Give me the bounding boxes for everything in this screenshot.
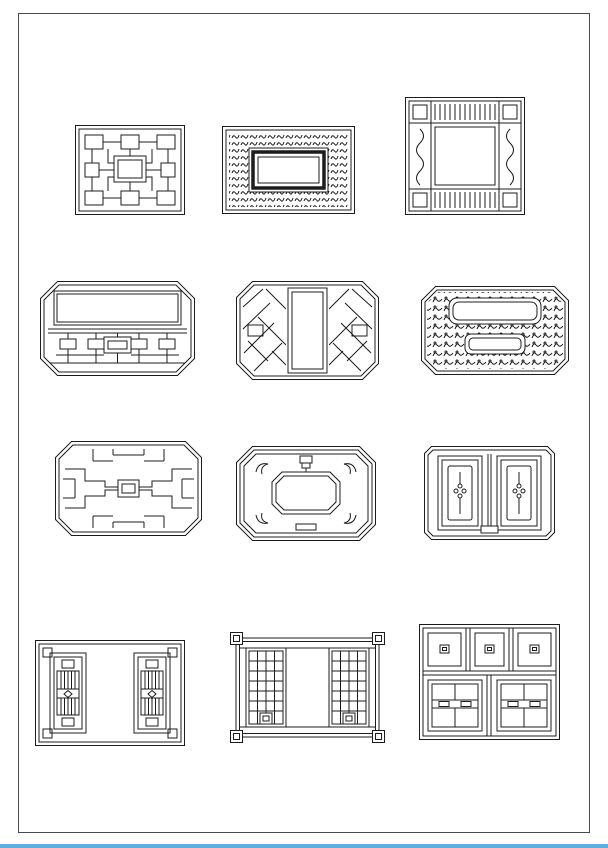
square-slat-window-illustration [405,97,525,215]
five-pane-window-illustration [419,624,560,740]
drawing-side-slat-panel-window [35,640,185,746]
drawing-five-pane-window [419,624,560,740]
octagon-iceray-window-illustration [236,281,379,380]
drawing-octagon-iceray-window [236,281,379,380]
carved-border-window-illustration [222,126,355,214]
side-slat-panel-window-illustration [35,640,185,746]
bottom-strip [0,844,608,848]
drawing-corner-tab-grid-window [229,629,386,746]
drawing-octagon-rail-window [40,281,195,376]
drawing-octagon-nested-window [236,446,376,541]
corner-tab-grid-window-illustration [230,632,385,743]
drawing-carved-border-window [222,126,355,214]
drawing-fret-lattice-window [75,125,185,215]
drawing-octagon-floral-window [421,286,569,375]
page-frame [18,13,590,833]
fret-lattice-window-illustration [75,125,185,215]
octagon-floral-window-illustration [421,286,569,375]
double-door-window-illustration [424,446,555,540]
octagon-nested-window-illustration [236,446,376,541]
drawing-square-slat-window [405,97,525,215]
drawing-octagon-step-lattice-window [55,441,202,536]
octagon-step-lattice-window-illustration [55,441,202,536]
octagon-rail-window-illustration [40,281,195,376]
drawing-double-door-window [424,446,555,540]
